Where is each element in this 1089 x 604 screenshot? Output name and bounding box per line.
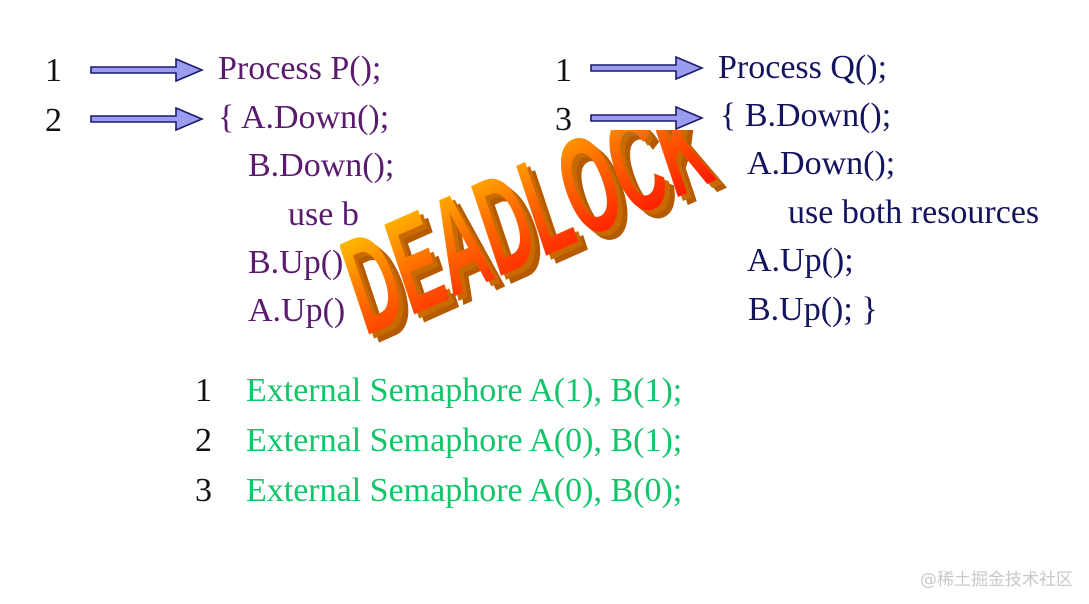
step-marker: 3 xyxy=(555,101,572,138)
semaphore-step: 3 xyxy=(195,472,212,509)
semaphore-line: External Semaphore A(0), B(1); xyxy=(246,422,683,459)
arrow-icon xyxy=(90,107,203,131)
code-line: { A.Down(); xyxy=(218,99,390,136)
semaphore-line: External Semaphore A(1), B(1); xyxy=(246,372,683,409)
code-line: A.Up() xyxy=(248,292,346,329)
step-marker: 1 xyxy=(45,52,62,89)
code-line: A.Up(); xyxy=(747,242,854,279)
code-line: B.Down(); xyxy=(248,147,395,184)
code-line: Process P(); xyxy=(218,50,382,87)
semaphore-line: External Semaphore A(0), B(0); xyxy=(246,472,683,509)
code-line: A.Down(); xyxy=(747,145,896,182)
code-line: use both resources xyxy=(788,194,1040,231)
deadlock-wordart: DEADLOCK DEADLOCK DEADLOCK xyxy=(340,130,740,370)
code-line: use b xyxy=(288,196,359,233)
code-line: B.Up(); } xyxy=(748,291,878,328)
watermark: @稀土掘金技术社区 xyxy=(920,570,1073,590)
step-marker: 1 xyxy=(555,52,572,89)
arrow-icon xyxy=(90,58,203,82)
arrow-icon xyxy=(590,106,703,130)
semaphore-step: 2 xyxy=(195,422,212,459)
step-marker: 2 xyxy=(45,102,62,139)
code-line: B.Up() xyxy=(248,244,344,281)
code-line: Process Q(); xyxy=(718,49,888,86)
code-line: { B.Down(); xyxy=(720,97,892,134)
deadlock-text: DEADLOCK xyxy=(340,130,738,362)
semaphore-step: 1 xyxy=(195,372,212,409)
arrow-icon xyxy=(590,56,703,80)
